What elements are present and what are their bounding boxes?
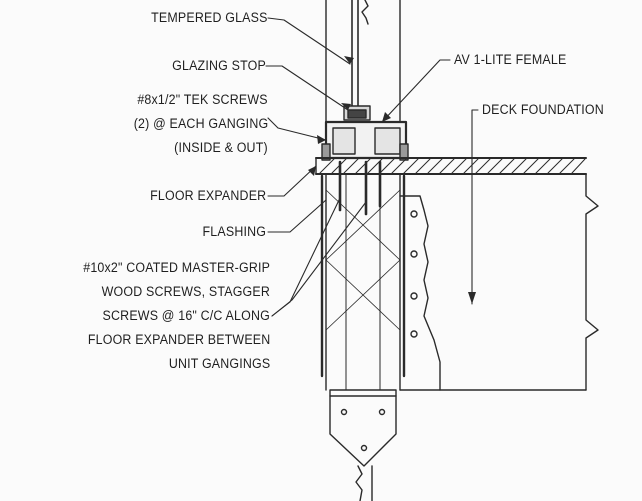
leader-lines: [265, 17, 479, 317]
bottom-post: [329, 389, 397, 501]
hatch-mark: [535, 158, 551, 174]
hatch-mark: [391, 158, 407, 174]
label-tek-screws-line-2: (2) @ EACH GANGING: [133, 116, 268, 131]
lower-wall-frame: [325, 173, 401, 391]
glazing-stop: [343, 105, 371, 121]
hatch-mark: [319, 158, 335, 174]
hatch-mark: [379, 158, 395, 174]
hatch-mark: [403, 158, 419, 174]
label-av-1-lite-female: AV 1-LITE FEMALE: [454, 52, 567, 67]
hatch-mark: [499, 158, 515, 174]
label-wood-screws-line-4: FLOOR EXPANDER BETWEEN: [87, 332, 270, 347]
label-deck-foundation: DECK FOUNDATION: [482, 102, 604, 117]
upper-wall-frame: [325, 0, 401, 129]
label-wood-screws-line-3: SCREWS @ 16" C/C ALONG: [102, 308, 270, 323]
label-glazing-stop: GLAZING STOP: [172, 58, 266, 73]
deck-slab: [315, 157, 587, 175]
label-tek-screws-line-3: (INSIDE & OUT): [174, 140, 268, 155]
hatch-mark: [547, 158, 563, 174]
arrowheads: [308, 56, 476, 304]
label-flashing: FLASHING: [202, 224, 266, 239]
label-floor-expander: FLOOR EXPANDER: [149, 188, 266, 203]
hatch-mark: [451, 158, 467, 174]
hatch-mark: [343, 158, 359, 174]
hatch-mark: [427, 158, 443, 174]
hatch-mark: [355, 158, 371, 174]
hatch-mark: [487, 158, 503, 174]
label-tek-screws-line-1: #8x1/2" TEK SCREWS: [137, 92, 268, 107]
hatch-mark: [523, 158, 539, 174]
label-wood-screws-line-2: WOOD SCREWS, STAGGER: [101, 284, 270, 299]
av-1-lite-female-frame: [321, 120, 409, 161]
label-wood-screws-line-5: UNIT GANGINGS: [168, 356, 270, 371]
screws: [338, 160, 382, 216]
hatch-mark: [463, 158, 479, 174]
label-tempered-glass: TEMPERED GLASS: [151, 10, 268, 25]
flashing: [320, 174, 406, 378]
hatch-mark: [511, 158, 527, 174]
hatch-mark: [559, 158, 575, 174]
hatch-mark: [475, 158, 491, 174]
hatch-mark: [415, 158, 431, 174]
joist-hanger: [399, 195, 441, 391]
break-lines: [585, 173, 599, 391]
hatch-mark: [439, 158, 455, 174]
label-wood-screws-line-1: #10x2" COATED MASTER-GRIP: [83, 260, 270, 275]
hatch-mark: [571, 158, 586, 174]
